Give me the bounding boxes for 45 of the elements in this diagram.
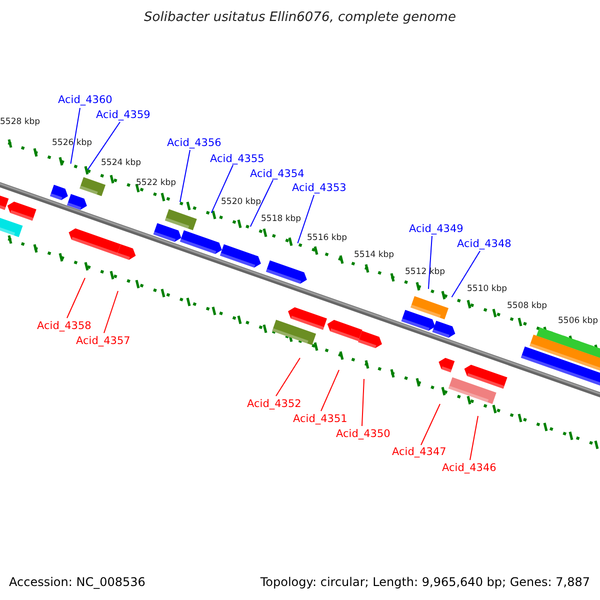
leader-line bbox=[66, 278, 86, 318]
leader-line bbox=[250, 180, 274, 228]
gene-label: Acid_4350 bbox=[336, 429, 390, 440]
scale-label: 5506 kbp bbox=[558, 317, 598, 326]
gene-label: Acid_4357 bbox=[76, 336, 130, 346]
accession-note: Accession: NC_008536 bbox=[9, 576, 146, 588]
gene-label: Acid_4349 bbox=[409, 224, 464, 234]
genome-info-note: Topology: circular; Length: 9,965,640 bp; Genes: 7,887 bbox=[260, 576, 590, 588]
scale-label: 5526 kbp bbox=[52, 139, 92, 148]
leader-line bbox=[362, 378, 364, 426]
gene-label: Acid_4352 bbox=[247, 399, 302, 410]
gene-label: Acid_4346 bbox=[442, 463, 496, 474]
gene-label: Acid_4355 bbox=[210, 154, 264, 164]
leader-line bbox=[180, 150, 190, 202]
leader-line bbox=[320, 370, 340, 412]
leader-line bbox=[104, 290, 118, 334]
scale-label: 5510 kbp bbox=[467, 285, 508, 294]
leader-line bbox=[470, 416, 478, 460]
leader-line bbox=[428, 236, 432, 290]
gene-label: Acid_4354 bbox=[250, 169, 304, 180]
leader-line bbox=[451, 250, 480, 298]
gene-label: Acid_4358 bbox=[37, 321, 92, 332]
scale-label: 5520 kbp bbox=[221, 198, 262, 206]
leader-line bbox=[276, 358, 300, 396]
gene-label: Acid_4360 bbox=[58, 95, 112, 106]
gene-label: Acid_4348 bbox=[457, 239, 512, 250]
scale-label: 5512 kbp bbox=[405, 268, 446, 276]
gene-label: Acid_4359 bbox=[96, 110, 150, 120]
scale-label: 5516 kbp bbox=[307, 234, 348, 242]
gene-label: Acid_4351 bbox=[293, 414, 348, 424]
scale-label: 5524 kbp bbox=[101, 159, 142, 168]
leader-line bbox=[297, 194, 314, 244]
gene-label: Acid_4356 bbox=[167, 138, 222, 148]
diagram-title: Solibacter usitatus Ellin6076, complete genome bbox=[143, 11, 457, 24]
leader-line bbox=[420, 404, 440, 446]
gene-label: Acid_4347 bbox=[392, 447, 446, 458]
leader-line bbox=[210, 164, 234, 214]
scale-label: 5522 kbp bbox=[136, 179, 176, 188]
scale-label: 5508 kbp bbox=[507, 302, 548, 310]
scale-label: 5528 kbp bbox=[0, 118, 40, 126]
scale-label: 5514 kbp bbox=[354, 251, 394, 260]
gene-label: Acid_4353 bbox=[292, 183, 346, 194]
leader-line bbox=[87, 122, 120, 170]
leader-line bbox=[70, 108, 80, 164]
scale-label: 5518 kbp bbox=[261, 215, 302, 224]
